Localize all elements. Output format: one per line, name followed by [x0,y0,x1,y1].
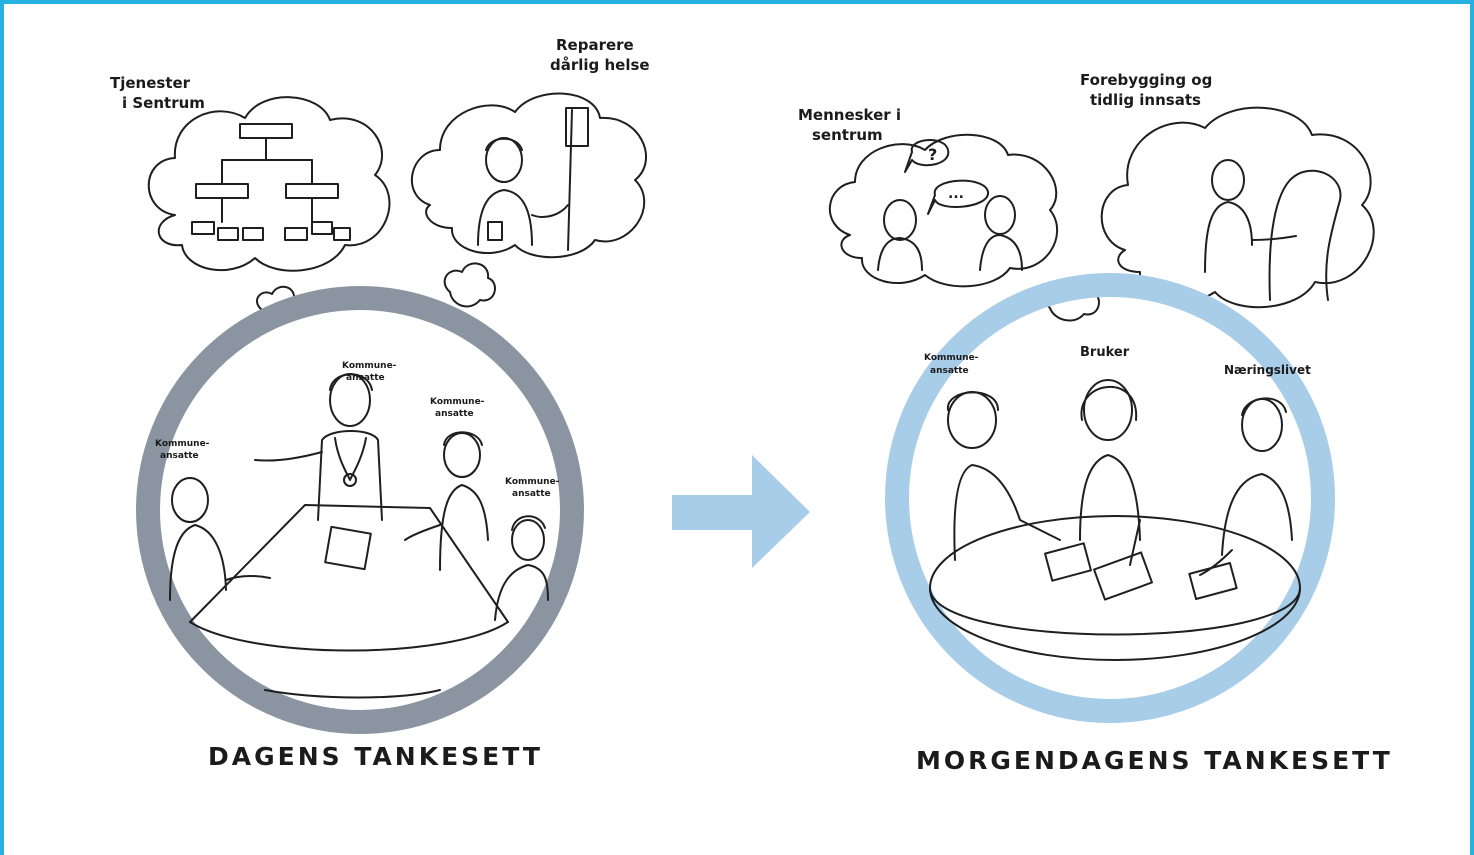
right-panel: ? ... Mennesker i sentrum Forebygging og… [798,71,1375,723]
person-label-line2: ansatte [435,409,474,419]
meeting-scene-tomorrow [929,379,1301,661]
thought-cloud-prevention [1100,106,1375,309]
thought-puff [443,262,496,308]
person-label-line1: Kommune- [505,477,560,487]
thought-cloud-people [828,133,1059,288]
cloud-label-people-line2: sentrum [812,126,883,144]
cloud-label-prevention-line1: Forebygging og [1080,71,1212,89]
person-label-line2: ansatte [512,489,551,499]
thought-cloud-repair [411,92,647,259]
cloud-label-services-line1: Tjenester [110,74,191,92]
speech-dots: ... [948,186,964,202]
ring-tomorrow [885,273,1335,723]
caption-tomorrow: MORGENDAGENS TANKESETT [916,746,1393,775]
cloud-label-services-line2: i Sentrum [122,94,205,112]
person-label-line2: ansatte [930,366,969,376]
cloud-label-repair-line2: dårlig helse [550,56,650,74]
person-label-line1: Kommune- [342,361,397,371]
person-label-line2: ansatte [346,373,385,383]
speech-question: ? [928,145,937,164]
org-chart-icon [191,123,351,241]
person-label-user: Bruker [1080,345,1130,360]
caption-today: DAGENS TANKESETT [208,742,543,771]
cloud-label-repair-line1: Reparere [556,36,634,54]
person-label-line1: Kommune- [155,439,210,449]
thought-cloud-services [147,96,391,272]
cloud-label-prevention-line2: tidlig innsats [1090,91,1201,109]
right-arrow-icon [672,455,810,568]
person-label-line2: ansatte [160,451,199,461]
left-panel: Tjenester i Sentrum Reparere dårlig hels… [110,36,650,734]
cloud-label-people-line1: Mennesker i [798,106,901,124]
person-label-line1: Kommune- [430,397,485,407]
person-label-line1: Kommune- [924,353,979,363]
patient-figure [477,107,589,251]
ring-today [136,286,584,734]
person-label-business: Næringslivet [1224,363,1311,377]
meeting-scene-today [169,373,549,699]
